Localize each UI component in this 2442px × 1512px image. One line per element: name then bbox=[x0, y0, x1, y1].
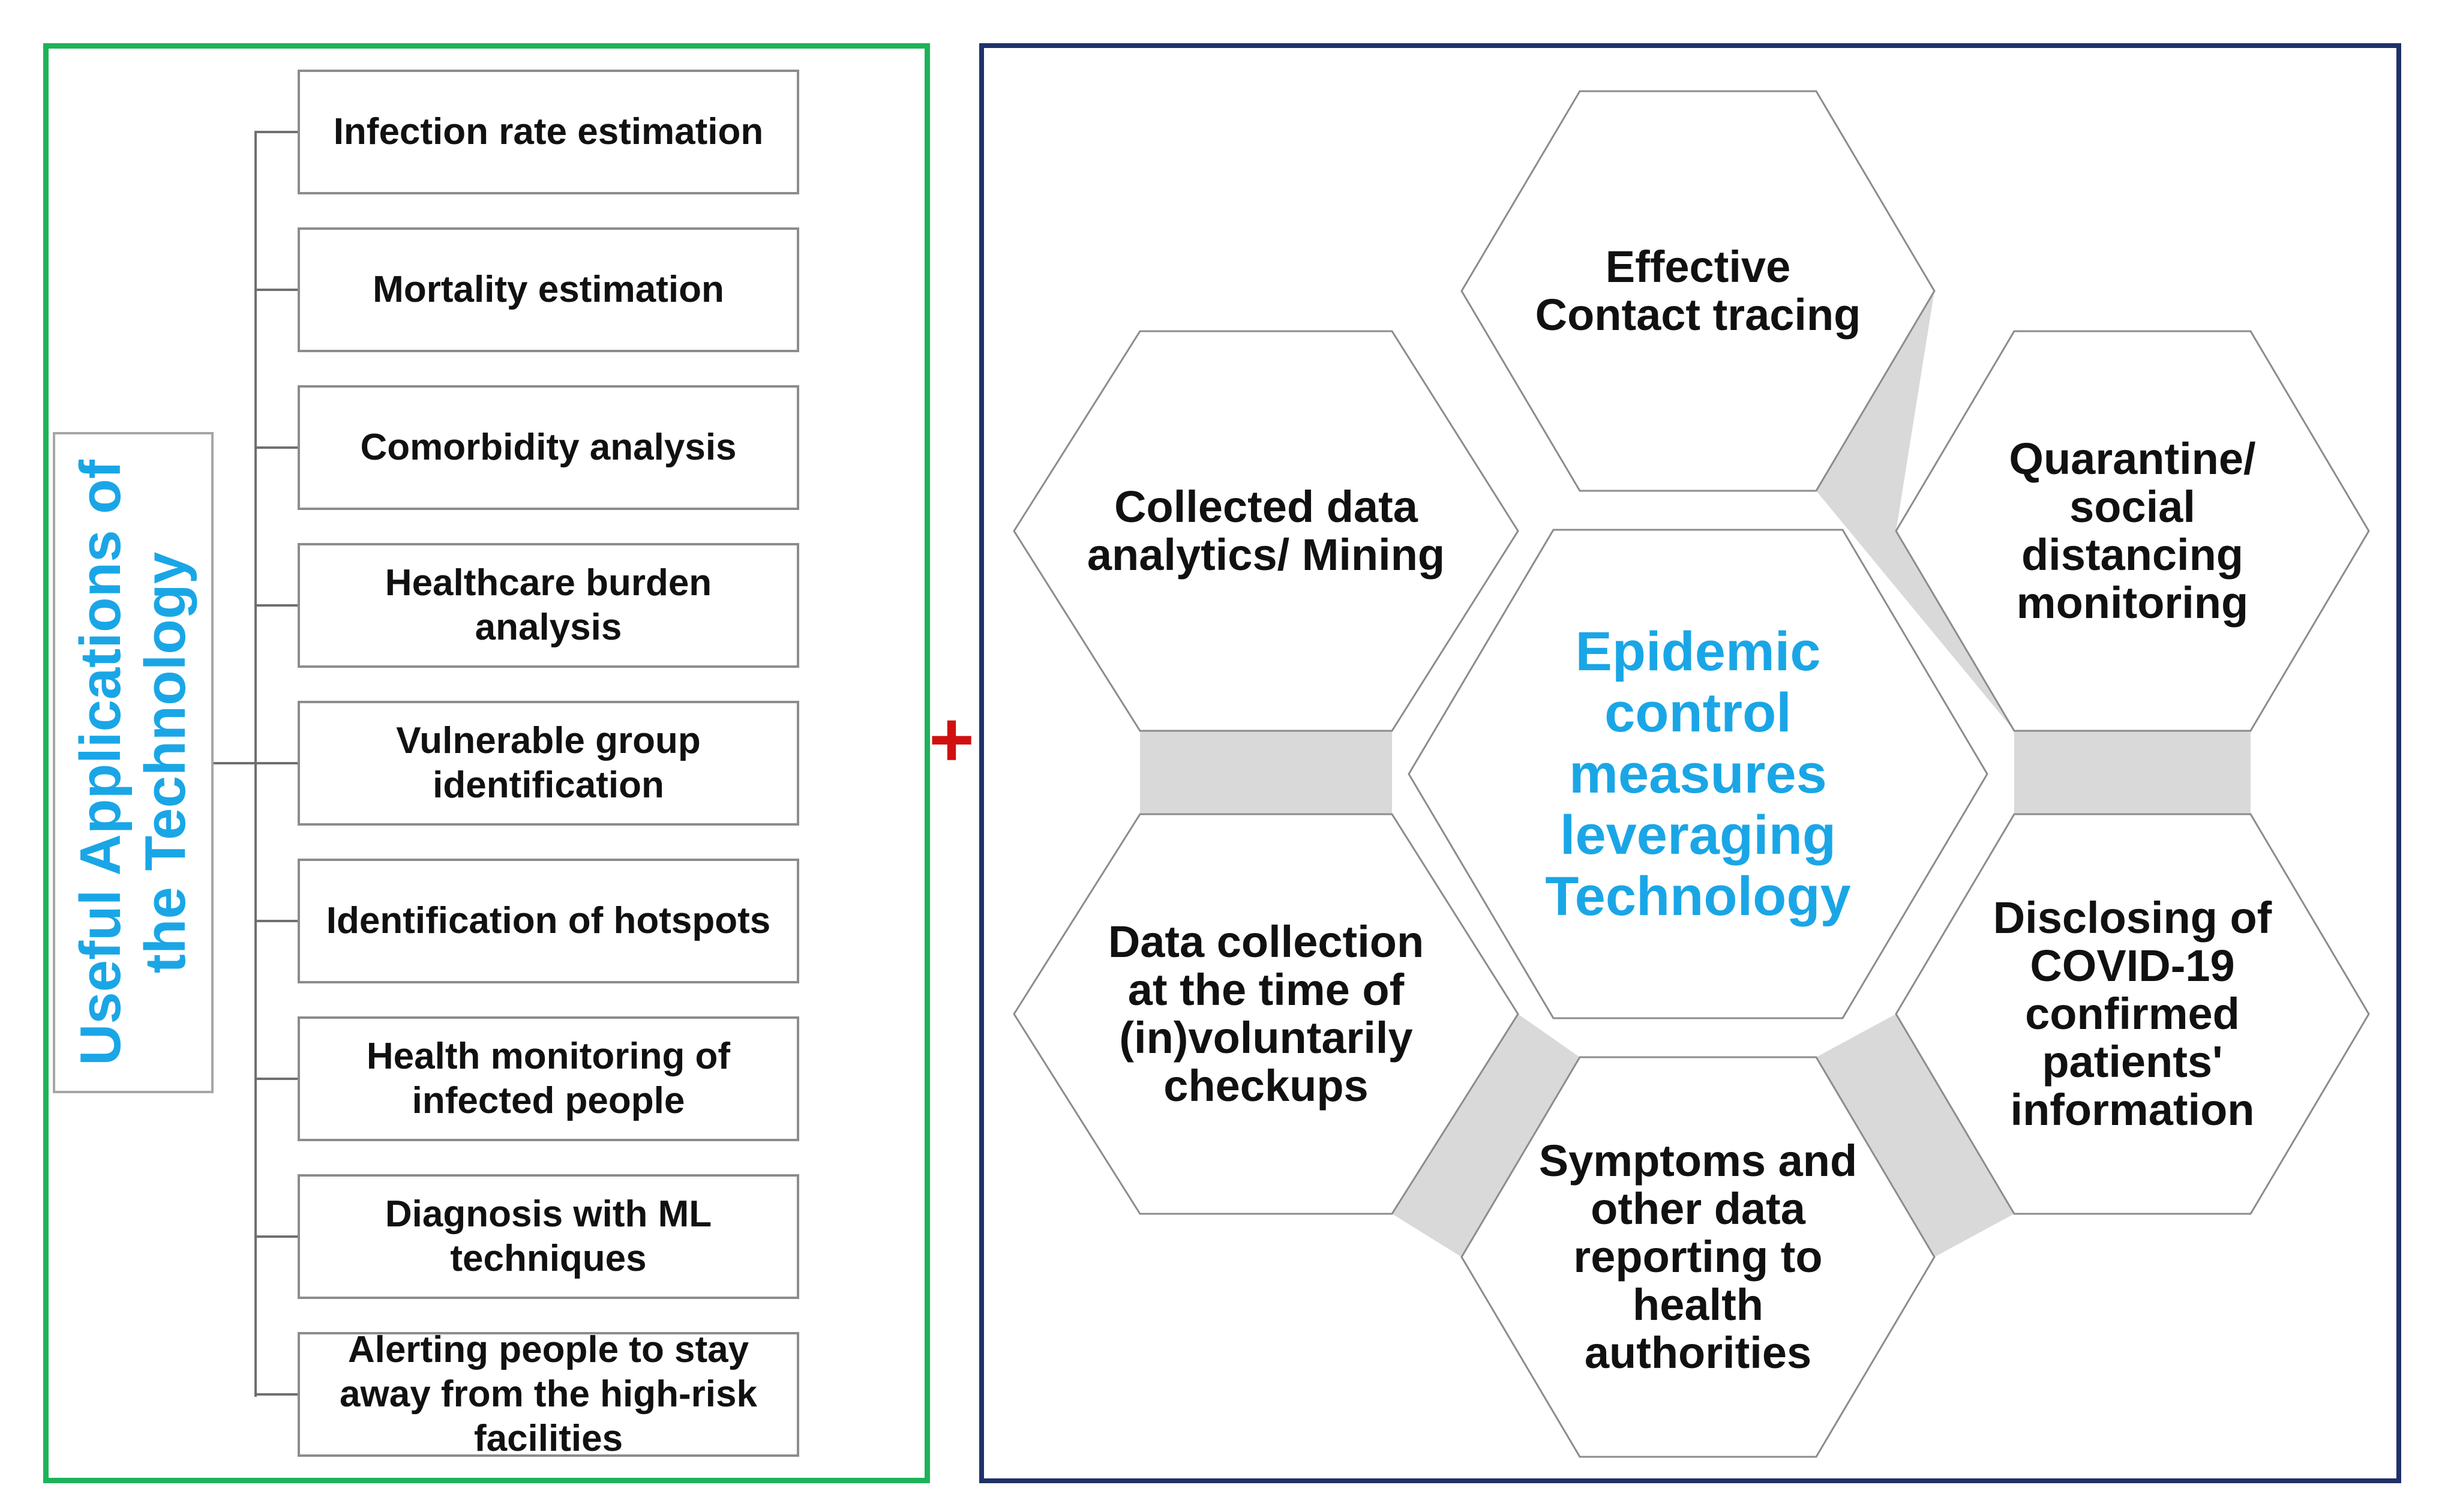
measure-label: Effective Contact tracing bbox=[1535, 242, 1861, 340]
tree-trunk bbox=[254, 132, 257, 1397]
measure-label: Quarantine/ social distancing monitoring bbox=[2009, 434, 2256, 628]
hexagon-disclosing-patient-info bbox=[1895, 813, 2370, 1215]
application-label: Comorbidity analysis bbox=[360, 427, 737, 468]
hexagon-symptom-reporting bbox=[1460, 1056, 1936, 1458]
application-box: Health monitoring of infected people bbox=[298, 1016, 799, 1141]
application-label: Identification of hotspots bbox=[326, 900, 771, 941]
application-box: Alerting people to stay away from the hi… bbox=[298, 1329, 799, 1459]
tree-branch bbox=[254, 131, 298, 133]
connector-band bbox=[1816, 1014, 2014, 1257]
measures-panel bbox=[979, 43, 2401, 1483]
measure-label: Symptoms and other data reporting to hea… bbox=[1538, 1136, 1858, 1378]
application-box: Infection rate estimation bbox=[298, 70, 799, 194]
hexagon-quarantine-monitoring bbox=[1895, 330, 2370, 732]
tree-branch bbox=[254, 920, 298, 922]
application-label: Health monitoring of infected people bbox=[366, 1036, 731, 1121]
hexagon-data-analytics bbox=[1013, 330, 1519, 732]
application-box: Identification of hotspots bbox=[298, 859, 799, 983]
plus-sign: + bbox=[929, 695, 974, 783]
hexagon-data-collection bbox=[1013, 813, 1519, 1215]
application-box: Vulnerable group identification bbox=[298, 701, 799, 826]
applications-panel bbox=[43, 43, 930, 1483]
measure-label: Data collection at the time of (in)volun… bbox=[1108, 917, 1424, 1111]
tree-branch bbox=[254, 762, 298, 764]
tree-branch bbox=[254, 446, 298, 449]
connector-band bbox=[1816, 291, 2014, 731]
application-box: Healthcare burden analysis bbox=[298, 543, 799, 668]
connector-band bbox=[2014, 731, 2251, 814]
application-box: Diagnosis with ML techniques bbox=[298, 1174, 799, 1299]
application-label: Alerting people to stay away from the hi… bbox=[340, 1329, 757, 1459]
tree-branch bbox=[254, 1393, 298, 1396]
application-label: Vulnerable group identification bbox=[396, 720, 701, 806]
application-label: Mortality estimation bbox=[373, 269, 724, 310]
application-box: Mortality estimation bbox=[298, 227, 799, 352]
tree-branch bbox=[254, 604, 298, 607]
application-label: Infection rate estimation bbox=[333, 111, 764, 152]
connector-band bbox=[1140, 731, 1392, 814]
measure-label: Disclosing of COVID-19 confirmed patient… bbox=[1993, 893, 2272, 1135]
hexagon-center bbox=[1408, 529, 1988, 1019]
hexagon-contact-tracing bbox=[1460, 90, 1936, 492]
tree-root-link bbox=[214, 762, 254, 764]
application-label: Diagnosis with ML techniques bbox=[385, 1193, 712, 1279]
measure-label: Collected data analytics/ Mining bbox=[1087, 482, 1445, 580]
application-box: Comorbidity analysis bbox=[298, 385, 799, 510]
tree-branch bbox=[254, 1078, 298, 1080]
tree-branch bbox=[254, 1235, 298, 1238]
applications-title-box: Useful Applications of the Technology bbox=[53, 432, 214, 1093]
center-label: Epidemic control measures leveraging Tec… bbox=[1545, 621, 1851, 927]
connector-band bbox=[1392, 1014, 1580, 1257]
application-label: Healthcare burden analysis bbox=[385, 562, 712, 648]
tree-branch bbox=[254, 289, 298, 291]
